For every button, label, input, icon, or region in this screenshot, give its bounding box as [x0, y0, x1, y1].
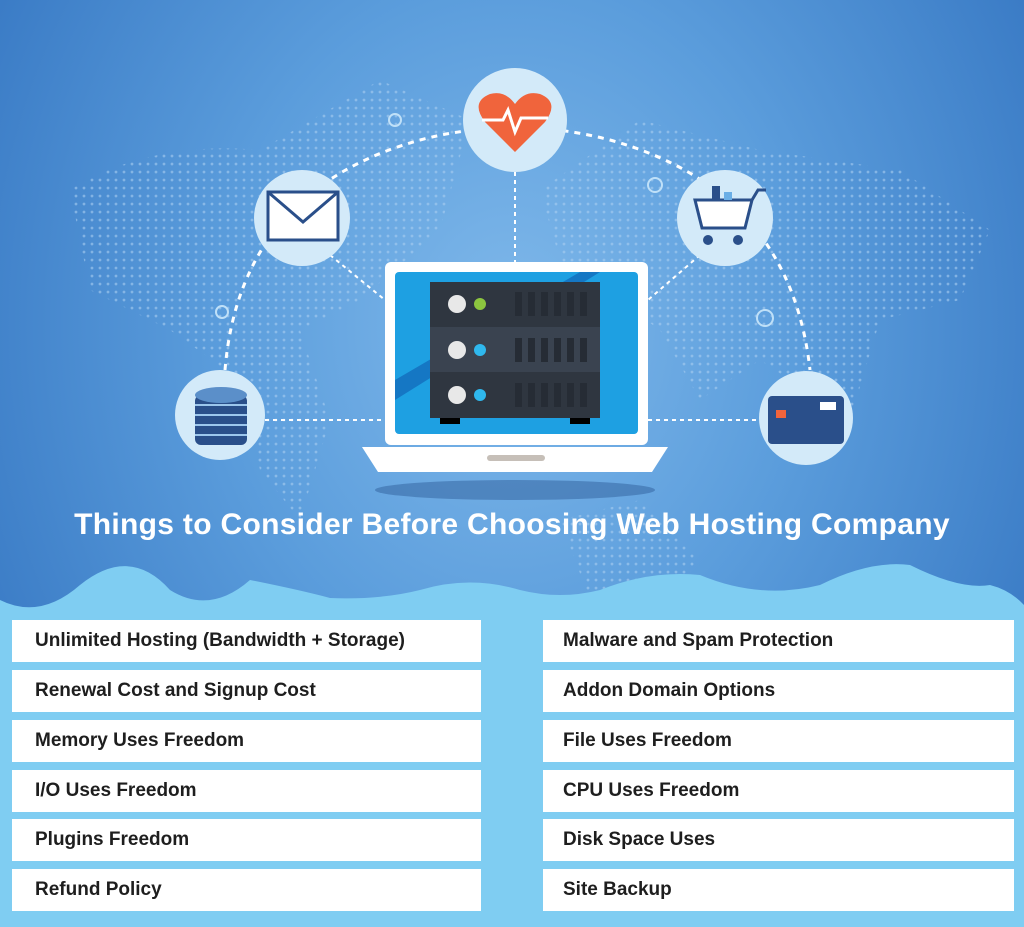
- list-item: Refund Policy: [12, 869, 481, 911]
- list-item: Memory Uses Freedom: [12, 720, 481, 762]
- world-map: [70, 80, 990, 620]
- list-item: I/O Uses Freedom: [12, 770, 481, 812]
- credit-card-icon: [759, 371, 853, 465]
- envelope-icon: [254, 170, 350, 266]
- list-item: Renewal Cost and Signup Cost: [12, 670, 481, 712]
- connector-lines: [265, 172, 760, 421]
- list-item: Disk Space Uses: [543, 819, 1014, 861]
- page-title: Things to Consider Before Choosing Web H…: [74, 508, 950, 541]
- coins-icon: [175, 370, 265, 460]
- list-item: File Uses Freedom: [543, 720, 1014, 762]
- list-item: Unlimited Hosting (Bandwidth + Storage): [12, 620, 481, 662]
- heart-pulse-icon: [463, 68, 567, 172]
- server-laptop-icon: [362, 262, 668, 500]
- list-item: Addon Domain Options: [543, 670, 1014, 712]
- decor-bubbles: [215, 113, 774, 327]
- list-item: Malware and Spam Protection: [543, 620, 1014, 662]
- list-item: CPU Uses Freedom: [543, 770, 1014, 812]
- shopping-cart-icon: [677, 170, 773, 266]
- list-item: Site Backup: [543, 869, 1014, 911]
- list-item: Plugins Freedom: [12, 819, 481, 861]
